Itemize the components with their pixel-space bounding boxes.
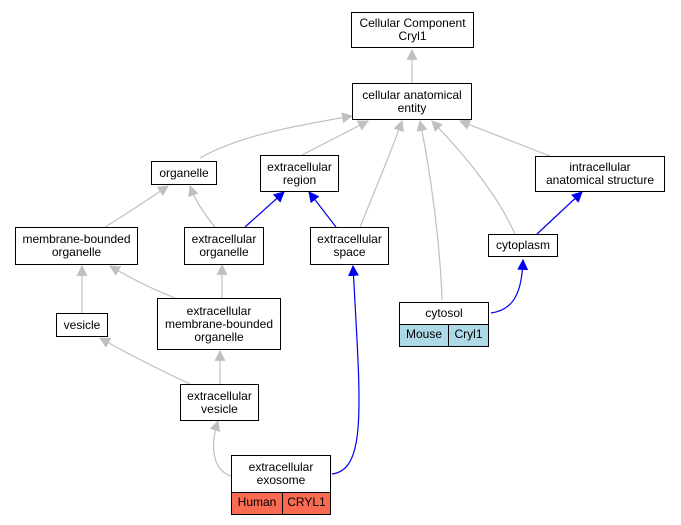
node-cellular-component-cryl1[interactable]: Cellular Component Cryl1 xyxy=(351,12,474,48)
node-label-line1: extracellular xyxy=(248,460,314,474)
node-extracellular-membrane-bounded-organelle[interactable]: extracellular membrane-bounded organelle xyxy=(157,298,281,350)
edge-cytosol-cytoplasm xyxy=(490,258,529,314)
node-label-line1: extracellular xyxy=(317,232,382,246)
node-extracellular-exosome[interactable]: extracellular exosome xyxy=(231,455,331,493)
edge-embo-mbo xyxy=(109,265,176,299)
node-label-line1: cytosol xyxy=(425,306,463,320)
node-membrane-bounded-organelle[interactable]: membrane-bounded organelle xyxy=(15,227,138,265)
edge-exosome-ecv xyxy=(209,419,232,477)
node-label-line1: cytoplasm xyxy=(495,238,551,252)
node-label-line2: space xyxy=(333,245,366,259)
species-tag-mouse[interactable]: Mouse xyxy=(400,325,448,346)
node-label-line2: vesicle xyxy=(201,401,238,416)
edge-cytoplasm-cae xyxy=(431,120,516,235)
node-cytoplasm[interactable]: cytoplasm xyxy=(488,234,558,257)
node-extracellular-space[interactable]: extracellular space xyxy=(310,227,389,265)
gene-tag-cryl1[interactable]: Cryl1 xyxy=(448,325,488,346)
node-label-line2: anatomical structure xyxy=(545,173,655,187)
node-label-line1: vesicle xyxy=(63,317,101,332)
node-label-line1: membrane-bounded xyxy=(22,232,131,246)
edge-exosome-ecs xyxy=(331,264,360,475)
edge-cytoplasm-ias xyxy=(536,191,583,235)
edge-organelle-cae xyxy=(199,112,354,159)
node-label-line1: extracellular xyxy=(186,303,252,318)
node-vesicle[interactable]: vesicle xyxy=(56,313,108,337)
node-organelle[interactable]: organelle xyxy=(151,161,217,185)
node-label-line1: Cellular Component xyxy=(359,16,466,30)
node-intracellular-anatomical-structure[interactable]: intracellular anatomical structure xyxy=(535,156,665,192)
node-label-line1: intracellular xyxy=(569,160,631,174)
node-label-line1: cellular anatomical xyxy=(362,87,462,102)
node-label-line2: organelle xyxy=(51,245,102,259)
node-extracellular-organelle[interactable]: extracellular organelle xyxy=(184,227,264,265)
edge-eco-organelle xyxy=(188,184,216,228)
node-label-line2: Cryl1 xyxy=(398,29,427,43)
edge-ecs-ecr xyxy=(308,191,337,228)
cytosol-annotation-row: Mouse Cryl1 xyxy=(399,324,489,347)
edge-ecs-cae xyxy=(359,119,404,228)
edge-mbo-organelle xyxy=(104,185,169,228)
node-label-line1: extracellular xyxy=(187,388,252,403)
gene-tag-cryl1[interactable]: CRYL1 xyxy=(282,493,330,514)
edge-eco-ecr xyxy=(244,191,285,228)
exosome-annotation-row: Human CRYL1 xyxy=(231,492,331,515)
edge-ecr-cae xyxy=(301,120,369,156)
node-label-line1: extracellular xyxy=(191,232,257,246)
node-cellular-anatomical-entity[interactable]: cellular anatomical entity xyxy=(352,83,472,120)
node-label-line1: organelle xyxy=(159,165,209,180)
edge-ecv-vesicle xyxy=(99,337,191,385)
node-extracellular-region[interactable]: extracellular region xyxy=(260,155,339,192)
edge-cytosol-cae xyxy=(416,119,443,301)
node-cytosol[interactable]: cytosol xyxy=(399,302,489,325)
node-label-line2: entity xyxy=(397,100,427,115)
node-label-line2: organelle xyxy=(199,245,249,259)
node-extracellular-vesicle[interactable]: extracellular vesicle xyxy=(180,384,259,421)
edge-ias-cae xyxy=(458,119,551,157)
node-label-line2: exosome xyxy=(256,473,306,487)
node-label-line2: region xyxy=(282,172,317,187)
node-label-line2: membrane-bounded xyxy=(164,316,274,331)
node-label-line3: organelle xyxy=(194,329,244,344)
species-tag-human[interactable]: Human xyxy=(232,493,282,514)
node-label-line1: extracellular xyxy=(267,159,332,174)
